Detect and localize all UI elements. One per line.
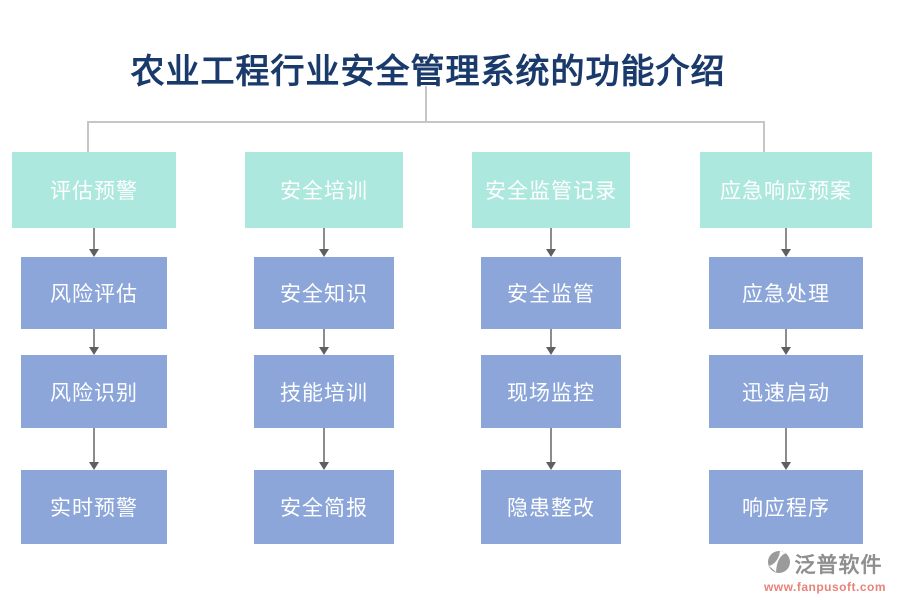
flow-box: 风险识别 <box>21 355 167 428</box>
arrow-line <box>550 428 552 462</box>
arrow-line <box>550 329 552 347</box>
flow-box: 响应程序 <box>709 470 863 544</box>
flow-box: 实时预警 <box>21 470 167 544</box>
flow-box: 迅速启动 <box>709 355 863 428</box>
flow-box: 风险评估 <box>21 257 167 329</box>
flow-box: 安全知识 <box>254 257 394 329</box>
down-arrow-icon <box>318 228 330 257</box>
down-arrow-icon <box>780 329 792 355</box>
arrow-head-icon <box>781 347 791 355</box>
column-safety-training: 安全培训 安全知识 技能培训 安全简报 <box>245 152 403 544</box>
down-arrow-icon <box>88 228 100 257</box>
down-arrow-icon <box>545 329 557 355</box>
connector-drop-left <box>87 121 89 152</box>
flow-box: 安全简报 <box>254 470 394 544</box>
arrow-head-icon <box>319 347 329 355</box>
flow-box: 技能培训 <box>254 355 394 428</box>
arrow-head-icon <box>546 462 556 470</box>
down-arrow-icon <box>318 329 330 355</box>
arrow-head-icon <box>89 347 99 355</box>
column-header: 安全监管记录 <box>472 152 630 228</box>
column-assessment-warning: 评估预警 风险评估 风险识别 实时预警 <box>12 152 176 544</box>
down-arrow-icon <box>88 428 100 470</box>
brand-name: 泛普软件 <box>794 554 883 577</box>
arrow-line <box>550 228 552 249</box>
brand-logo: 泛普软件 www.fanpusoft.com <box>764 549 886 594</box>
fanpu-logo-icon <box>767 550 791 579</box>
arrow-line <box>93 428 95 462</box>
flow-box: 应急处理 <box>709 257 863 329</box>
column-header: 应急响应预案 <box>700 152 872 228</box>
flow-box: 安全监管 <box>481 257 621 329</box>
arrow-head-icon <box>781 462 791 470</box>
column-emergency-response: 应急响应预案 应急处理 迅速启动 响应程序 <box>700 152 872 544</box>
arrow-line <box>323 428 325 462</box>
connector-title-stub <box>425 86 427 122</box>
down-arrow-icon <box>318 428 330 470</box>
arrow-head-icon <box>89 462 99 470</box>
arrow-head-icon <box>319 462 329 470</box>
down-arrow-icon <box>88 329 100 355</box>
arrow-line <box>785 428 787 462</box>
flow-box: 现场监控 <box>481 355 621 428</box>
connector-horizontal-line <box>87 121 765 123</box>
column-header: 评估预警 <box>12 152 176 228</box>
arrow-head-icon <box>546 249 556 257</box>
column-supervision-records: 安全监管记录 安全监管 现场监控 隐患整改 <box>472 152 630 544</box>
arrow-head-icon <box>319 249 329 257</box>
connector-drop-right <box>763 121 765 152</box>
down-arrow-icon <box>780 228 792 257</box>
arrow-line <box>785 228 787 249</box>
arrow-head-icon <box>781 249 791 257</box>
flow-box: 隐患整改 <box>481 470 621 544</box>
arrow-line <box>93 228 95 249</box>
down-arrow-icon <box>780 428 792 470</box>
column-header: 安全培训 <box>245 152 403 228</box>
brand-url: www.fanpusoft.com <box>763 580 886 594</box>
page-title: 农业工程行业安全管理系统的功能介绍 <box>130 54 726 91</box>
arrow-head-icon <box>89 249 99 257</box>
arrow-line <box>323 228 325 249</box>
arrow-line <box>93 329 95 347</box>
down-arrow-icon <box>545 228 557 257</box>
arrow-line <box>323 329 325 347</box>
arrow-line <box>785 329 787 347</box>
arrow-head-icon <box>546 347 556 355</box>
down-arrow-icon <box>545 428 557 470</box>
